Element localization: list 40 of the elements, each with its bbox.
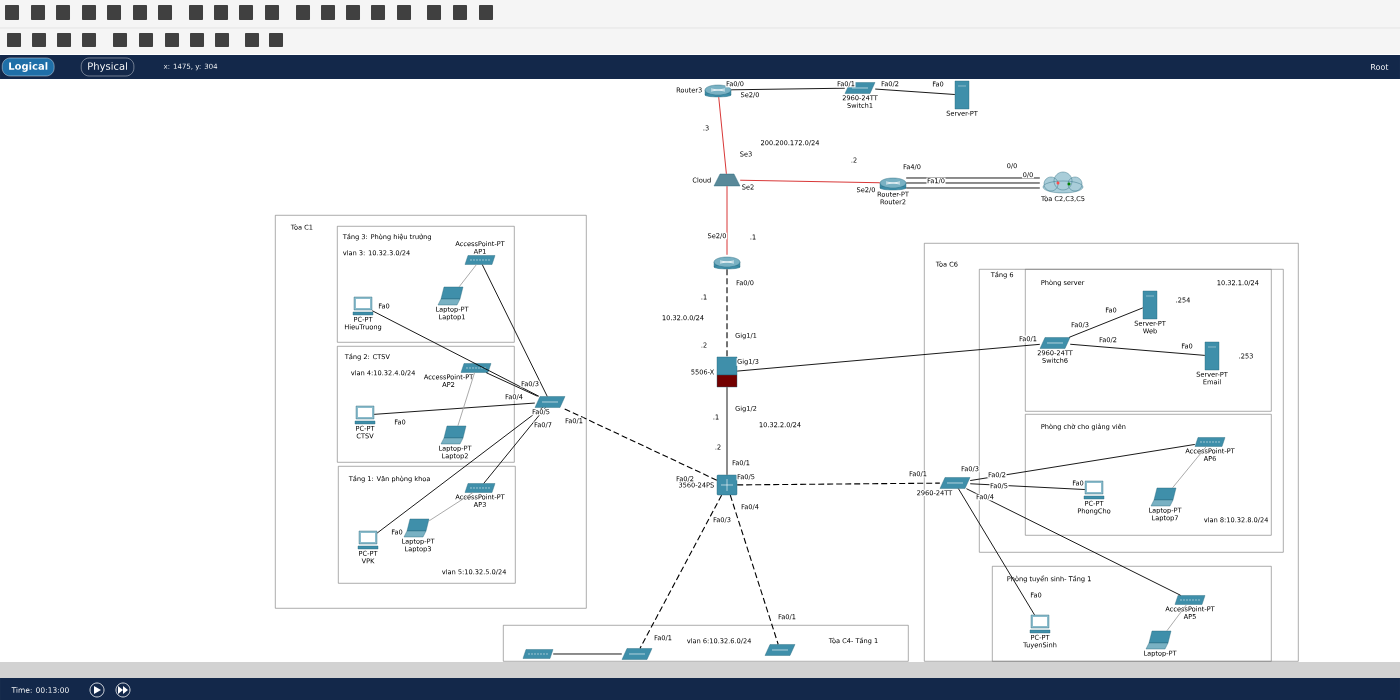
connection-line <box>905 182 1041 184</box>
tab: Physical <box>81 57 135 77</box>
connection-line <box>483 407 546 484</box>
connection-line <box>373 402 536 415</box>
switch-icon <box>621 648 653 660</box>
connection-line <box>739 179 881 184</box>
connection-line <box>729 494 779 645</box>
connection-line <box>726 268 728 358</box>
tab: Logical <box>2 57 55 77</box>
connection-line <box>457 372 475 427</box>
connection-line <box>874 88 956 95</box>
connection-line <box>905 177 1041 179</box>
connection-line <box>485 372 539 397</box>
access-point-icon <box>522 649 554 659</box>
connection-line <box>969 444 1196 481</box>
connection-line <box>458 264 477 288</box>
connection-line <box>958 488 1035 616</box>
connection-line <box>905 187 1041 189</box>
workspace-label: Root <box>1371 64 1389 70</box>
connection-line <box>1068 307 1144 338</box>
connection-line <box>561 407 718 481</box>
connection-line <box>371 310 540 397</box>
connection-line <box>966 488 1181 596</box>
switch-icon <box>764 644 796 656</box>
connection-line <box>969 483 1086 490</box>
connection-line <box>376 407 543 534</box>
connection-line <box>726 185 728 256</box>
connection-line <box>552 653 623 655</box>
connection-line <box>428 492 474 522</box>
connection-line <box>718 96 727 175</box>
connection-line <box>736 343 1041 372</box>
connection-line <box>481 264 548 397</box>
switch-icon <box>534 396 566 408</box>
router-icon <box>713 256 741 270</box>
connection-line <box>639 494 723 649</box>
connection-line <box>736 482 941 486</box>
connection-line <box>730 87 846 91</box>
connection-line <box>1069 343 1206 356</box>
connection-line <box>726 386 728 476</box>
connection-line <box>1166 604 1187 632</box>
